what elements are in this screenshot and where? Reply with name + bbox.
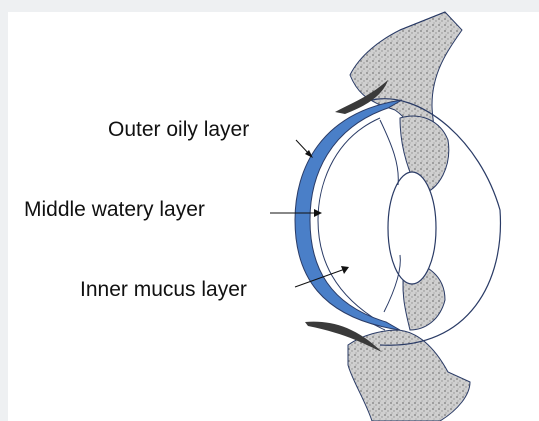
- lens: [388, 172, 436, 284]
- iris-upper: [380, 120, 398, 185]
- outer-oily-layer-label: Outer oily layer: [108, 118, 249, 142]
- middle-watery-layer-label: Middle watery layer: [24, 198, 205, 222]
- outer-oily-layer: [295, 100, 402, 330]
- inner-mucus-layer-label: Inner mucus layer: [80, 278, 247, 302]
